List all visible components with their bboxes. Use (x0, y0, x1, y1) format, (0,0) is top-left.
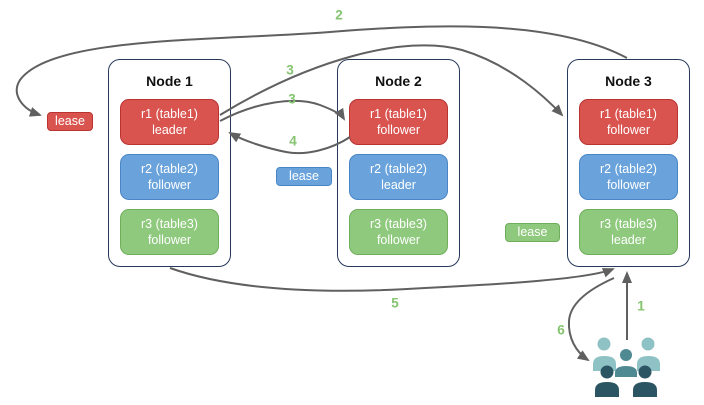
replica-range: r2 (table2) (600, 161, 657, 176)
replica-range: r1 (table1) (600, 106, 657, 121)
node-1: Node 1 r1 (table1) leader r2 (table2) fo… (108, 59, 231, 267)
user-figure (615, 349, 637, 377)
replica-range: r1 (table1) (141, 106, 198, 121)
user-figure (593, 337, 616, 371)
node-1-title: Node 1 (146, 73, 193, 89)
replica-role: leader (381, 178, 416, 192)
users-icon (593, 337, 660, 397)
node-1-replica-r3: r3 (table3) follower (120, 209, 219, 255)
node-2-replica-r3: r3 (table3) follower (349, 209, 448, 255)
node-3: Node 3 r1 (table1) follower r2 (table2) … (567, 59, 690, 267)
replica-range: r3 (table3) (600, 216, 657, 231)
arrow-5-path (169, 267, 615, 292)
replica-range: r2 (table2) (370, 161, 427, 176)
replica-range: r2 (table2) (141, 161, 198, 176)
node-3-replica-r1: r1 (table1) follower (579, 99, 678, 145)
node-2-replica-r2: r2 (table2) leader (349, 154, 448, 200)
lease-label-table1: lease (47, 112, 93, 131)
node-2-replica-r1: r1 (table1) follower (349, 99, 448, 145)
lease-label-table3: lease (505, 223, 560, 242)
user-figure (633, 365, 657, 397)
node-2: Node 2 r1 (table1) follower r2 (table2) … (337, 59, 460, 267)
replica-range: r3 (table3) (370, 216, 427, 231)
step-label-1: 1 (637, 298, 645, 314)
user-figure (595, 365, 619, 397)
node-3-replica-r2: r2 (table2) follower (579, 154, 678, 200)
replica-role: follower (606, 123, 651, 137)
lease-label-table2: lease (276, 167, 332, 186)
step-label-4: 4 (289, 133, 297, 149)
replica-role: leader (611, 233, 646, 247)
replica-role: follower (606, 178, 651, 192)
replica-role: follower (376, 233, 421, 247)
replica-role: follower (147, 178, 192, 192)
replica-role: follower (376, 123, 421, 137)
node-1-replica-r2: r2 (table2) follower (120, 154, 219, 200)
arrow-3-to-node2-path (219, 99, 346, 122)
node-3-title: Node 3 (605, 73, 652, 89)
replica-role: leader (152, 123, 187, 137)
node-2-title: Node 2 (375, 73, 422, 89)
step-label-5: 5 (391, 295, 399, 311)
replica-range: r3 (table3) (141, 216, 198, 231)
step-label-3a: 3 (286, 62, 294, 78)
step-label-2: 2 (335, 7, 343, 23)
node-3-replica-r3: r3 (table3) leader (579, 209, 678, 255)
step-label-3b: 3 (288, 91, 296, 107)
step-label-6: 6 (557, 322, 565, 338)
node-1-replica-r1: r1 (table1) leader (120, 99, 219, 145)
user-figure (637, 337, 660, 371)
replica-range: r1 (table1) (370, 106, 427, 121)
replica-role: follower (147, 233, 192, 247)
